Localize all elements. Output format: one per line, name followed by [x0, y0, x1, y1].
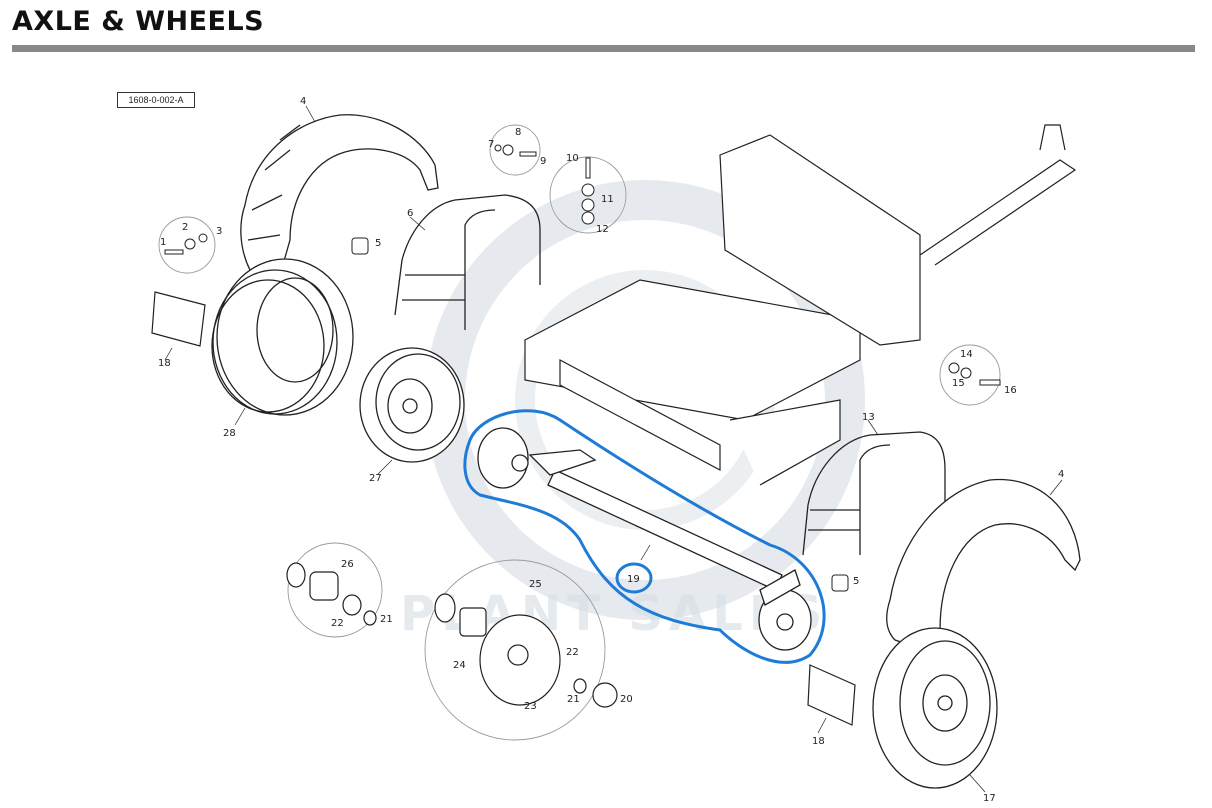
axle-highlight-label: 19	[627, 574, 640, 585]
drawing-reference-label: 1608-0-002-A	[117, 92, 195, 108]
callout-23: 23	[524, 701, 537, 712]
callout-14: 14	[960, 349, 973, 360]
callout-8: 8	[515, 127, 521, 138]
detail-circle-bolt-10-12	[549, 156, 627, 234]
callout-9: 9	[540, 156, 546, 167]
axle-highlight-outline	[463, 409, 826, 664]
callout-4-left: 4	[300, 96, 306, 107]
callout-26: 26	[341, 559, 354, 570]
callout-24: 24	[453, 660, 466, 671]
callout-22-bearing: 22	[331, 618, 344, 629]
left-mudguard-bracket	[394, 194, 541, 330]
callout-10: 10	[566, 153, 579, 164]
axle-assembly	[477, 427, 812, 651]
page-title: AXLE & WHEELS	[12, 6, 265, 37]
callout-5-right: 5	[853, 576, 859, 587]
detail-circle-hub-25	[424, 559, 606, 741]
callout-25: 25	[529, 579, 542, 590]
bearing-set	[286, 562, 377, 626]
callout-3: 3	[216, 226, 222, 237]
right-mudguard	[886, 478, 1081, 651]
leader-lines	[164, 105, 1063, 793]
bolt-icons	[164, 144, 1001, 592]
callout-16: 16	[1004, 385, 1017, 396]
left-tyre	[211, 258, 354, 416]
callout-7: 7	[488, 139, 494, 150]
callout-12: 12	[596, 224, 609, 235]
callout-22-hub: 22	[566, 647, 579, 658]
callout-27: 27	[369, 473, 382, 484]
callout-1: 1	[160, 237, 166, 248]
hub-assembly	[434, 593, 618, 708]
left-mudguard	[240, 114, 439, 276]
callout-17: 17	[983, 793, 996, 804]
callout-18-right: 18	[812, 736, 825, 747]
callout-13: 13	[862, 412, 875, 423]
callout-4-right: 4	[1058, 469, 1064, 480]
detail-circle-bolt-1-3	[158, 216, 216, 274]
callout-21-hub: 21	[567, 694, 580, 705]
callout-5-left: 5	[375, 238, 381, 249]
callout-18-left: 18	[158, 358, 171, 369]
callout-20: 20	[620, 694, 633, 705]
number-plates	[151, 291, 856, 726]
right-mudguard-bracket	[802, 431, 946, 556]
detail-circle-bolt-14-16	[939, 344, 1001, 406]
callout-15: 15	[952, 378, 965, 389]
right-tyre	[872, 627, 998, 789]
title-underline-bar	[12, 45, 1195, 52]
callout-28: 28	[223, 428, 236, 439]
callout-21-bearing: 21	[380, 614, 393, 625]
chassis-frame	[524, 124, 1077, 486]
detail-circle-bearing-26	[287, 542, 383, 638]
left-wheel-rim	[359, 347, 465, 463]
callout-6: 6	[407, 208, 413, 219]
detail-circle-bolt-7-9	[489, 124, 541, 176]
callout-2: 2	[182, 222, 188, 233]
callout-11: 11	[601, 194, 614, 205]
